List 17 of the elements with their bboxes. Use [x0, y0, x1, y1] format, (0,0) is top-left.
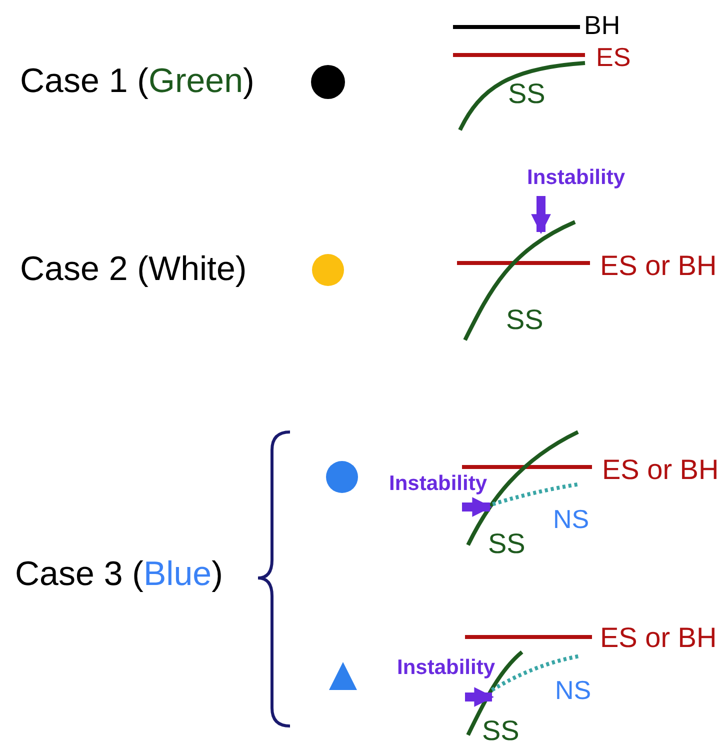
curve-label: NS: [553, 506, 590, 532]
curve-label: NS: [555, 677, 592, 703]
case-label: Case 1 (Green): [20, 64, 254, 98]
curve-label: SS: [482, 717, 520, 745]
curve-label: ES: [596, 44, 631, 70]
instability-label: Instability: [527, 167, 626, 188]
curve-label: ES or BH: [600, 624, 717, 652]
case-label: Case 2 (White): [20, 252, 247, 286]
instability-label: Instability: [389, 473, 488, 494]
instability-label: Instability: [397, 657, 496, 678]
curve-label: ES or BH: [600, 252, 717, 280]
curve-label: SS: [508, 80, 546, 108]
curve-label: BH: [584, 12, 620, 38]
curve-label: SS: [488, 530, 526, 558]
curve-label: SS: [506, 306, 544, 334]
curve-label: ES or BH: [602, 456, 719, 484]
case-label: Case 3 (Blue): [15, 557, 223, 591]
